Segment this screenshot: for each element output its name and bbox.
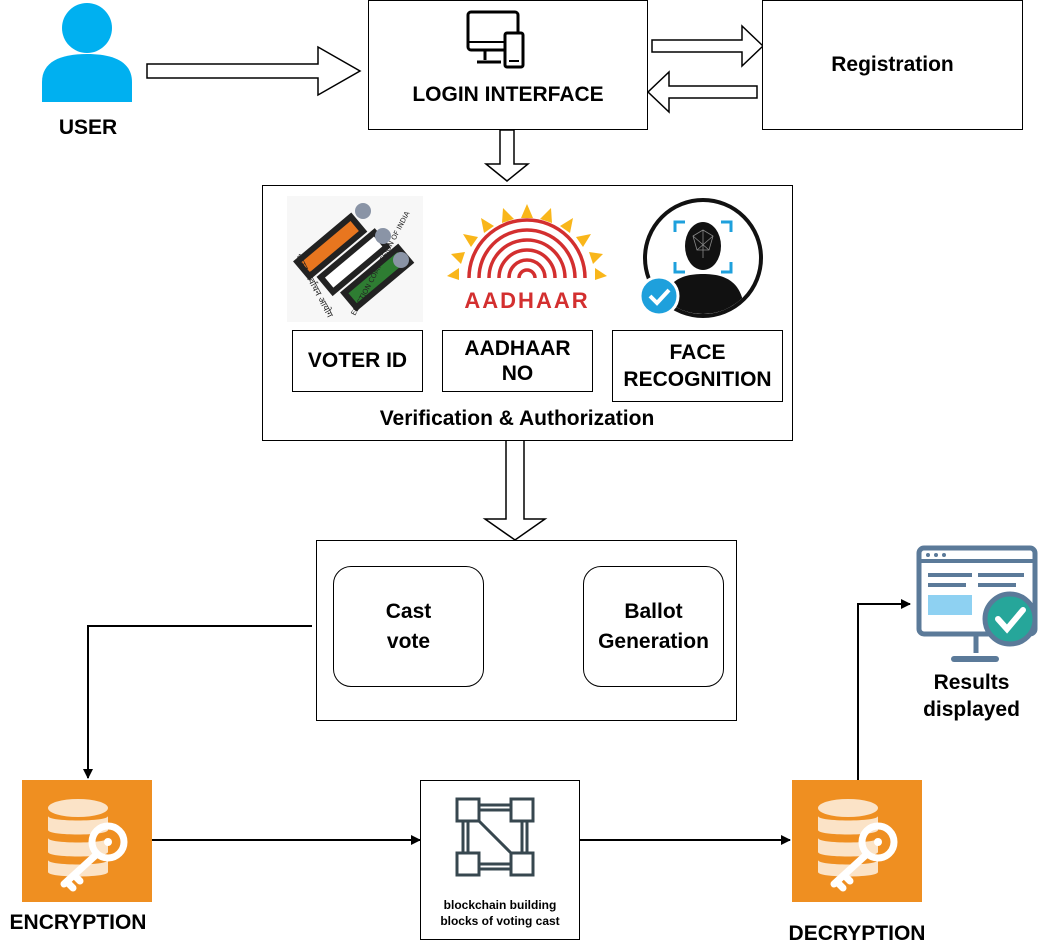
blockchain-label: blockchain building blocks of voting cas… — [440, 898, 560, 929]
registration-box: Registration — [762, 0, 1023, 130]
user-to-login-arrow — [146, 45, 362, 97]
user-node: USER — [30, 0, 150, 150]
login-interface-box: LOGIN INTERFACE — [368, 0, 648, 130]
registration-label: Registration — [831, 53, 954, 76]
cast-vote-box: Cast vote — [333, 566, 484, 687]
verification-to-voting-arrow — [482, 439, 548, 541]
face-recognition-box: FACE RECOGNITION — [612, 330, 783, 402]
face-recognition-label: FACE RECOGNITION — [623, 340, 772, 391]
user-icon — [42, 3, 132, 102]
cast-vote-label: Cast vote — [385, 600, 432, 653]
results-monitor-icon — [916, 545, 1038, 662]
login-to-registration-arrow — [651, 24, 765, 68]
ballot-generation-box: Ballot Generation — [583, 566, 724, 687]
registration-to-login-arrow — [646, 70, 758, 114]
voter-id-label: VOTER ID — [307, 349, 408, 372]
login-interface-label: LOGIN INTERFACE — [412, 83, 604, 106]
encryption-database-key-icon — [22, 780, 152, 902]
ballot-generation-label: Ballot Generation — [598, 600, 709, 653]
verification-box: भारत निर्वाचन आयोग ELECTION COMMISSION O… — [262, 185, 793, 441]
blockchain-box: blockchain building blocks of voting cas… — [420, 780, 580, 940]
verification-caption: Verification & Authorization — [379, 407, 655, 430]
decryption-database-key-icon — [792, 780, 922, 902]
election-commission-logo-icon: भारत निर्वाचन आयोग ELECTION COMMISSION O… — [287, 196, 423, 322]
encryption-node: ENCRYPTION — [0, 780, 170, 945]
decryption-node: DECRYPTION — [770, 780, 950, 948]
aadhaar-no-label: AADHAAR NO — [464, 336, 571, 385]
user-label: USER — [58, 116, 118, 139]
aadhaar-logo-text: AADHAAR — [464, 288, 589, 313]
results-label: Results displayed — [923, 671, 1020, 722]
login-to-verification-arrow — [483, 129, 531, 182]
aadhaar-no-box: AADHAAR NO — [442, 330, 593, 392]
aadhaar-logo-icon: AADHAAR — [447, 204, 607, 313]
decryption-label: DECRYPTION — [788, 922, 926, 945]
voting-box: Cast vote Ballot Generation — [316, 540, 737, 721]
voter-id-box: VOTER ID — [292, 330, 423, 392]
voting-to-encryption-line — [83, 625, 312, 779]
computer-devices-icon — [466, 10, 525, 69]
encryption-label: ENCRYPTION — [9, 911, 147, 934]
face-recognition-icon — [638, 198, 763, 318]
results-node: Results displayed — [900, 545, 1043, 725]
blockchain-blocks-icon — [455, 797, 535, 877]
